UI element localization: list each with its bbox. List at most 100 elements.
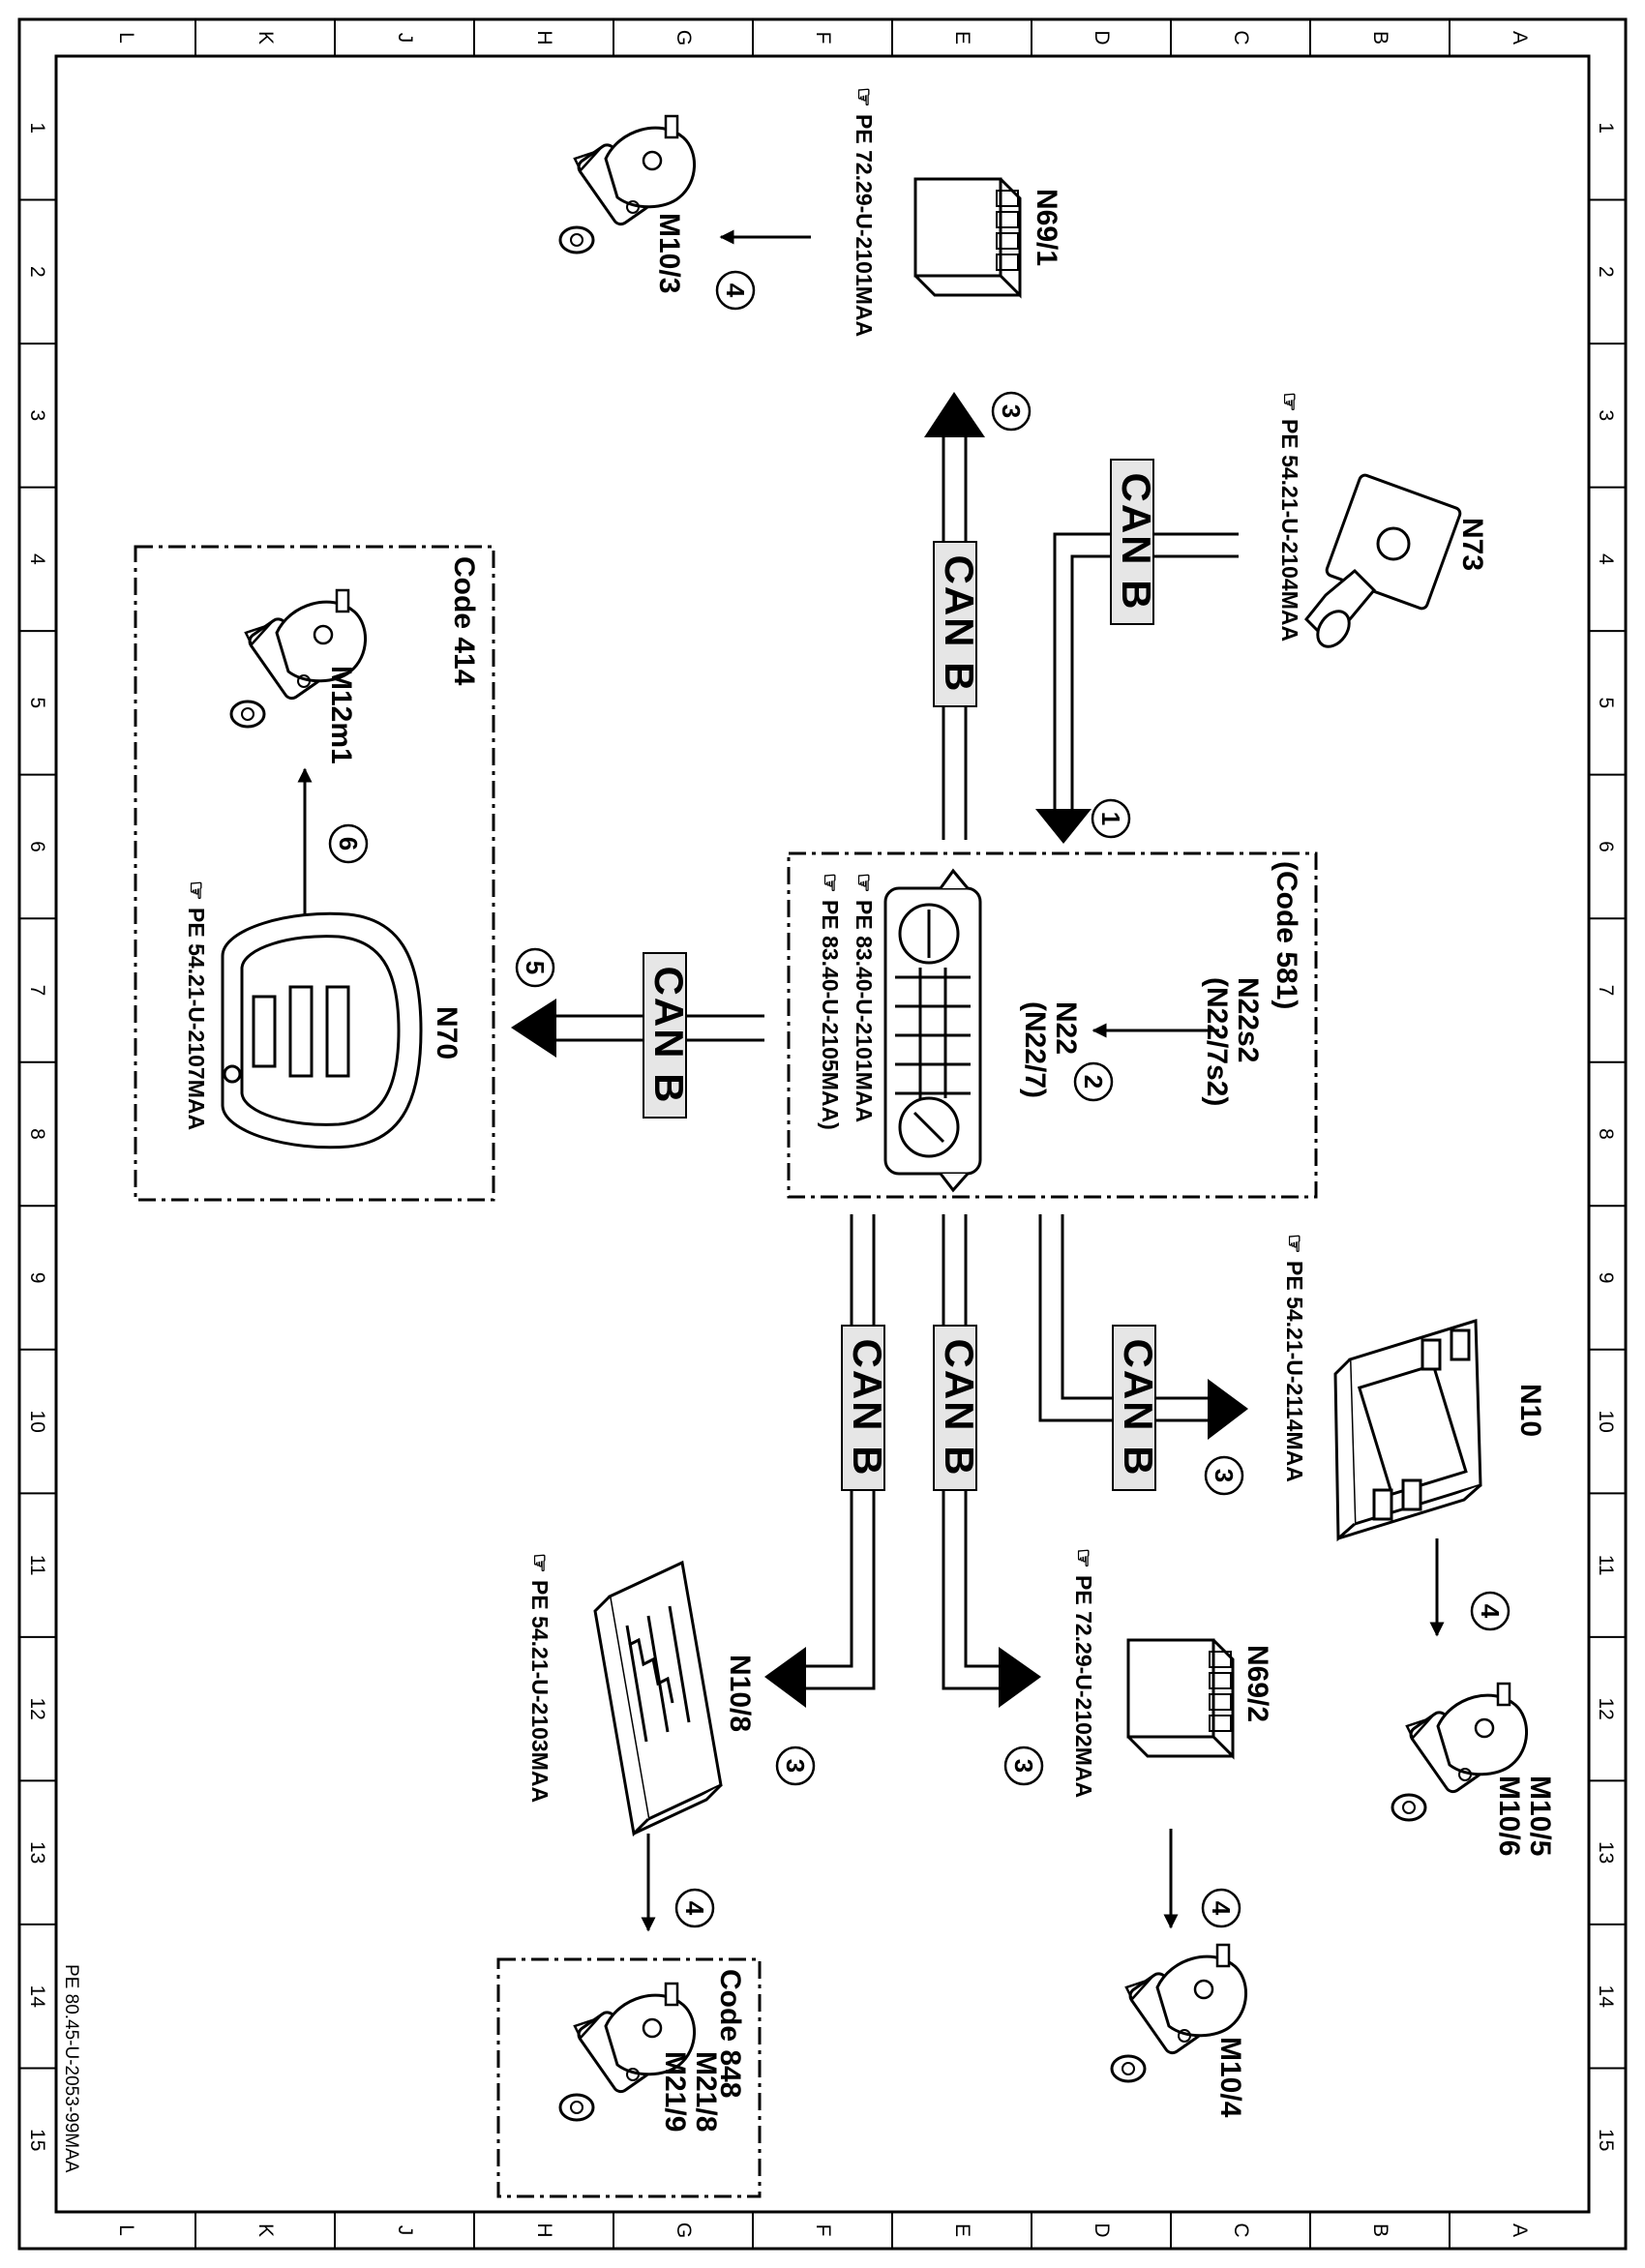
pe-n70: PE 54.21-U-2107MAA (184, 908, 209, 1130)
label-n22s2: N22s2 (1232, 977, 1264, 1062)
arrowhead-to-n69-2 (999, 1647, 1041, 1708)
pe-n22-1: PE 83.40-U-2101MAA (852, 900, 877, 1122)
thin-arrows (297, 229, 1445, 1932)
grid-column-label: C (1230, 30, 1252, 45)
grid-row-label: 5 (1595, 698, 1617, 709)
component-m21[interactable]: M21/8 M21/9 (558, 1982, 722, 2132)
component-n10[interactable]: N10 ☞ PE 54.21-U-2114MAA (1282, 1234, 1546, 1542)
svg-text:CAN B: CAN B (1116, 1339, 1161, 1477)
grid-row-label: 4 (1595, 553, 1617, 565)
arrowhead-to-n70 (511, 999, 556, 1058)
grid-row-label: 5 (26, 698, 48, 709)
m10-6-label: M10/6 (1493, 1776, 1525, 1856)
pe-n10: PE 54.21-U-2114MAA (1282, 1261, 1307, 1482)
svg-text:3: 3 (997, 404, 1026, 418)
grid-column-label: J (394, 2225, 416, 2236)
can-label-box-5: CAN B (933, 1325, 982, 1491)
rear-sam-module-icon (593, 1560, 723, 1837)
step-4a: 4 (715, 270, 756, 311)
grid-row-label: 3 (1595, 409, 1617, 421)
component-m10-4[interactable]: M10/4 (1110, 1943, 1248, 2118)
hint-hand-icon: ☞ (1277, 392, 1302, 412)
label-n69-1: N69/1 (1031, 189, 1062, 266)
step-1: 1 (1091, 798, 1131, 839)
component-n69-1[interactable]: N69/1 ☞ PE 72.29-U-2101MAA (852, 87, 1062, 337)
component-n10-8[interactable]: N10/8 ☞ PE 54.21-U-2103MAA (527, 1553, 756, 1837)
door-module-icon (1126, 1638, 1235, 1758)
group-box-code-581: (Code 581) (787, 851, 1318, 1199)
grid-column-label: D (1091, 30, 1113, 45)
grid-row-label: 8 (1595, 1128, 1617, 1140)
svg-text:4: 4 (1476, 1604, 1505, 1619)
component-m10-5[interactable]: M10/5 M10/6 (1391, 1682, 1556, 1856)
can-label-box-2: CAN B (933, 541, 982, 707)
footer-reference: PE 80.45-U-2053-99MAA (61, 1964, 81, 2173)
pe-n22-2: PE 83.40-U-2105MAA) (818, 900, 843, 1130)
component-m10-3[interactable]: M10/3 (558, 114, 697, 293)
svg-text:Code 848: Code 848 (714, 1969, 746, 2098)
label-n22-7s2: (N22/7s2) (1201, 977, 1233, 1106)
label-m12m1: M12m1 (325, 666, 357, 764)
arrowhead-to-n69-1 (924, 392, 985, 437)
grid-row-label: 12 (26, 1697, 48, 1719)
component-n70[interactable]: N70 ☞ PE 54.21-U-2107MAA (184, 880, 463, 1149)
grid-row-label: 11 (1595, 1555, 1617, 1576)
pe-n69-2: PE 72.29-U-2102MAA (1071, 1575, 1096, 1798)
grid-column-label: L (115, 2224, 137, 2236)
hint-hand-icon: ☞ (818, 873, 843, 893)
hint-hand-icon: ☞ (852, 87, 877, 107)
grid-row-label: 9 (26, 1272, 48, 1284)
grid-row-label: 12 (1595, 1697, 1617, 1719)
svg-text:1: 1 (1096, 812, 1125, 825)
grid-column-label: E (951, 31, 973, 45)
grid-column-label: F (812, 32, 834, 45)
hint-hand-icon: ☞ (527, 1553, 553, 1573)
svg-text:3: 3 (1210, 1469, 1239, 1482)
hint-hand-icon: ☞ (852, 873, 877, 893)
arrowhead-to-n22 (1035, 809, 1092, 844)
step-3c: 3 (1003, 1746, 1044, 1786)
label-m21-9: M21/9 (659, 2051, 691, 2132)
component-n73[interactable]: N73 ☞ PE 54.21-U-2104MAA (1277, 392, 1488, 652)
step-6: 6 (328, 823, 369, 864)
component-m12m1[interactable]: M12m1 (229, 588, 368, 764)
grid-row-label: 15 (1595, 2129, 1617, 2151)
svg-text:2: 2 (1079, 1075, 1108, 1089)
svg-text:CAN B: CAN B (646, 967, 692, 1105)
grid-row-label: 1 (26, 122, 48, 134)
grid-column-label: K (254, 2223, 277, 2237)
group-box-code-848: Code 848 (496, 1957, 762, 2198)
bus-arrowheads (511, 392, 1248, 1708)
svg-text:4: 4 (1207, 1901, 1236, 1916)
grid-column-label: H (533, 30, 555, 45)
arrowhead-to-n10-8 (764, 1647, 806, 1708)
svg-text:CAN B: CAN B (937, 1339, 982, 1477)
grid-row-label: 6 (1595, 841, 1617, 852)
grid-column-label: F (812, 2224, 834, 2237)
door-module-icon (913, 177, 1022, 297)
svg-text:3: 3 (781, 1759, 810, 1773)
label-n10-8: N10/8 (724, 1655, 756, 1732)
can-label-box-1: CAN B (1110, 459, 1159, 625)
svg-text:CAN B: CAN B (845, 1339, 890, 1477)
can-label-box-6: CAN B (841, 1325, 890, 1491)
grid-row-label: 1 (1595, 122, 1617, 134)
ignition-switch-icon (1303, 473, 1462, 648)
pe-n10-8: PE 54.21-U-2103MAA (527, 1580, 553, 1803)
component-n22[interactable]: N22s2 (N22/7s2) N22 (N22/7) ☞ PE 83.40-U… (818, 868, 1264, 1193)
grid-row-label: 2 (26, 266, 48, 278)
step-4c: 4 (1201, 1888, 1241, 1928)
label-n22-7: (N22/7) (1019, 1001, 1051, 1098)
grid-column-label: D (1091, 2223, 1113, 2237)
grid-column-label: G (673, 2223, 695, 2238)
grid-column-label: B (1369, 31, 1391, 45)
pe-n69-1: PE 72.29-U-2101MAA (852, 114, 877, 337)
svg-text:6: 6 (334, 837, 363, 850)
component-n69-2[interactable]: N69/2 ☞ PE 72.29-U-2102MAA (1071, 1548, 1273, 1798)
grid-column-label: G (673, 30, 695, 45)
grid-row-label: 15 (26, 2129, 48, 2151)
can-bus-lines (532, 435, 1239, 1690)
grid-column-label: J (394, 33, 416, 44)
grid-row-label: 6 (26, 841, 48, 852)
